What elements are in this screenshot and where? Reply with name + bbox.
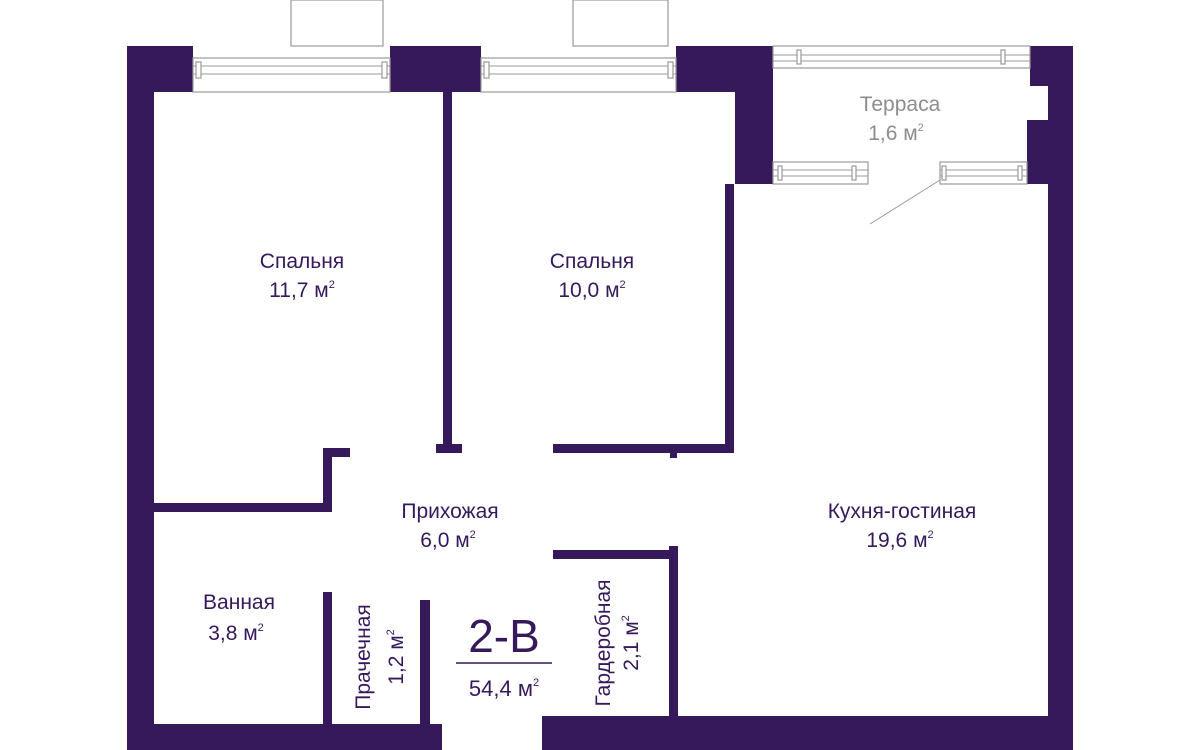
wall-top-pier (390, 46, 481, 92)
wall-hall-stub-vertical (323, 448, 332, 512)
door-terrace (869, 161, 1028, 225)
wall-laundry-right (420, 600, 430, 732)
wall-door-stub (670, 448, 677, 458)
window-frames (290, 0, 669, 47)
bedroom-1-area: 11,7 м2 (269, 279, 335, 302)
bedroom-1-name: Спальня (260, 250, 344, 273)
hallway-area: 6,0 м2 (420, 529, 476, 552)
wall-top-left (127, 46, 193, 92)
laundry-area: 1,2 м2 (385, 629, 408, 685)
hallway-name: Прихожая (401, 500, 498, 523)
wardrobe-area: 2,1 м2 (620, 615, 643, 671)
wall-bedroom1-bottom (154, 503, 332, 512)
window-terrace-bottom (772, 161, 869, 185)
wall-bedrooms-divider-foot (436, 444, 462, 453)
wardrobe-name: Гардеробная (592, 579, 615, 706)
wall-terrace-left (735, 46, 773, 184)
wall-terrace-right (1027, 120, 1073, 184)
wall-left (127, 46, 154, 750)
wall-wardrobe-right (669, 546, 678, 724)
wall-bedroom2-right (725, 184, 734, 453)
kitchen-area: 19,6 м2 (866, 529, 933, 552)
wall-bedroom2-bottom (553, 444, 733, 453)
room-labels: Спальня 11,7 м2 Спальня 10,0 м2 Терраса … (203, 93, 976, 710)
terrace-area: 1,6 м2 (868, 122, 924, 145)
walls (127, 46, 1073, 750)
kitchen-name: Кухня-гостиная (828, 500, 977, 523)
wall-hall-stub-top (323, 448, 350, 457)
laundry-name: Прачечная (352, 604, 375, 710)
wall-bath-laundry (323, 592, 332, 732)
unit-total-area: 54,4 м2 (469, 676, 539, 701)
wall-bottom-right (542, 716, 1073, 750)
bedroom-2-name: Спальня (550, 250, 634, 273)
bathroom-area: 3,8 м2 (208, 622, 264, 645)
unit-summary: 2-В 54,4 м2 (456, 610, 552, 701)
wall-bottom-left (127, 724, 442, 750)
window-bedroom-2 (480, 57, 677, 93)
terrace-name: Терраса (860, 93, 941, 116)
bathroom-name: Ванная (203, 591, 275, 614)
door-swing-line (869, 179, 941, 225)
windows (192, 45, 1031, 225)
wall-bedrooms-divider (443, 92, 452, 448)
wall-wardrobe-top (553, 550, 677, 559)
unit-code: 2-В (468, 610, 540, 662)
window-terrace-top (772, 45, 1031, 69)
bedroom-2-area: 10,0 м2 (558, 279, 625, 302)
window-bedroom-1 (192, 57, 391, 93)
